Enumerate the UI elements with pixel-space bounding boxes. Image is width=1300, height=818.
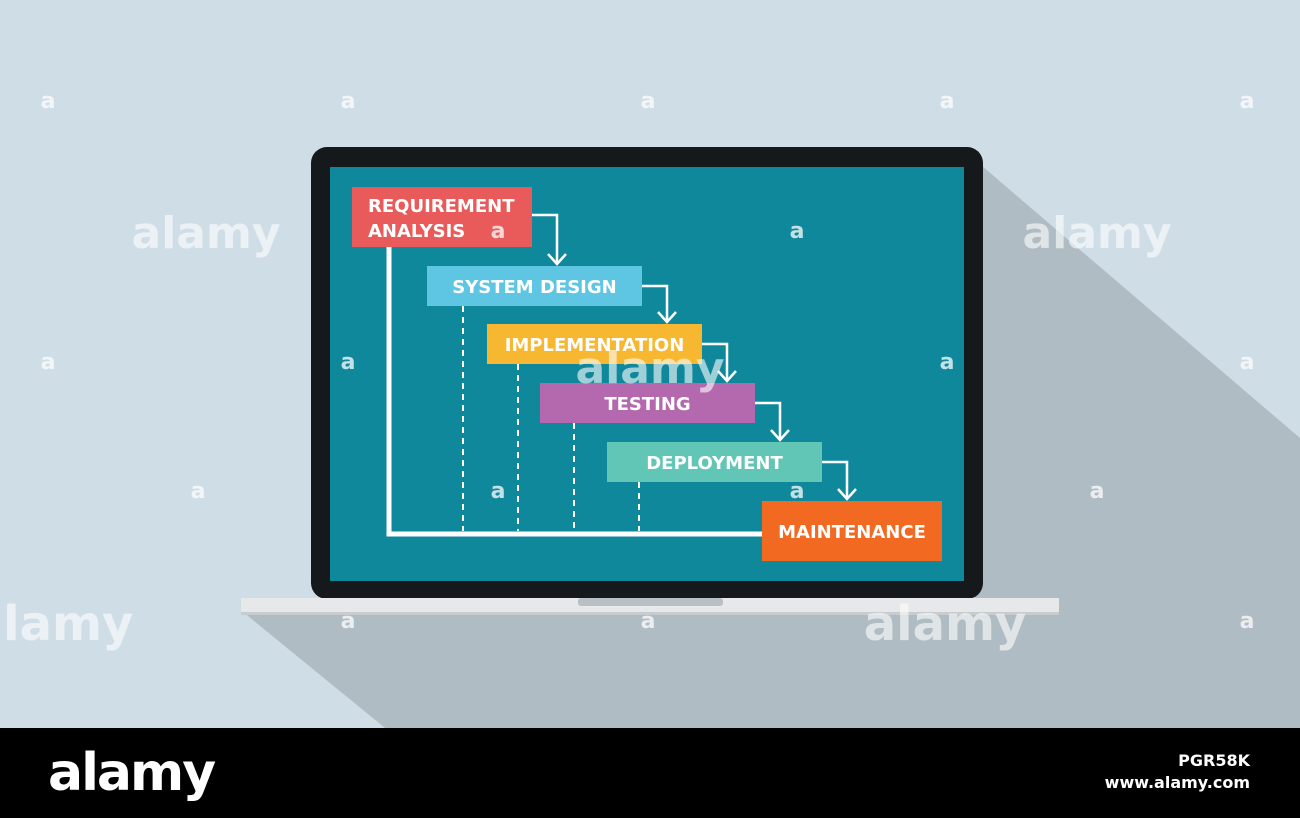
watermark-letter: a [491, 219, 506, 244]
watermark-word: alamy [132, 208, 281, 259]
watermark-letter: a [940, 350, 955, 375]
waterfall-stages: REQUIREMENT ANALYSIS SYSTEM DESIGN IMPLEMEN… [352, 187, 942, 561]
stage-box: MAINTENANCE [762, 501, 942, 561]
stage-box: TESTING [540, 383, 755, 423]
waterfall-illustration: REQUIREMENT ANALYSIS SYSTEM DESIGN IMPLEMEN… [0, 89, 1300, 728]
stage-box-fill [427, 266, 642, 306]
watermark-letter: a [1240, 89, 1255, 114]
stage-label: TESTING [604, 394, 690, 415]
stage-label: REQUIREMENT [368, 196, 515, 217]
step-arrow-line [755, 401, 782, 440]
feedback-line [386, 247, 762, 537]
stage-label: SYSTEM DESIGN [452, 277, 616, 298]
watermark-letter: a [341, 89, 356, 114]
footer-site: www.alamy.com [1104, 773, 1250, 792]
waterfall-connectors [386, 213, 857, 537]
stage-box: REQUIREMENT ANALYSIS [352, 187, 532, 247]
watermark-letter: a [491, 479, 506, 504]
step-arrow-head [770, 429, 790, 442]
laptop-base-shade [241, 612, 1059, 615]
watermark-letter: a [41, 350, 56, 375]
watermark-letter: a [790, 219, 805, 244]
watermark-word: alamy [864, 596, 1027, 652]
stage-box-fill [540, 383, 755, 423]
watermark-word: alamy [0, 596, 133, 652]
step-arrow-line [532, 213, 559, 264]
step-arrow-head [837, 488, 857, 501]
watermark-letter: a [641, 609, 656, 634]
step-arrow-head [717, 370, 737, 383]
watermark-letter: a [1240, 350, 1255, 375]
stage-box: IMPLEMENTATION [487, 324, 702, 364]
watermark-letter: a [641, 89, 656, 114]
step-arrow-head [547, 253, 567, 266]
footer-image-id: PGR58K [1178, 751, 1250, 770]
stage-box: SYSTEM DESIGN [427, 266, 642, 306]
watermark-word: alamy [1023, 208, 1172, 259]
stage-label: IMPLEMENTATION [505, 335, 685, 356]
watermark-letter: a [341, 609, 356, 634]
footer-credit: PGR58K www.alamy.com [1105, 750, 1250, 794]
stage-label: DEPLOYMENT [646, 453, 783, 474]
footer-bar: alamy PGR58K www.alamy.com [0, 728, 1300, 818]
footer-logo: alamy [48, 743, 216, 803]
stage-box: DEPLOYMENT [607, 442, 822, 482]
stage-box-fill [762, 501, 942, 561]
watermark-letter: a [1090, 479, 1105, 504]
stage-label: MAINTENANCE [778, 522, 926, 543]
stage-box-fill [487, 324, 702, 364]
watermark-letter: a [341, 350, 356, 375]
laptop-shadow [243, 160, 1300, 728]
illustration-scene: REQUIREMENT ANALYSIS SYSTEM DESIGN IMPLEMEN… [0, 89, 1300, 728]
step-arrow-line [702, 342, 729, 381]
watermark-letter: a [41, 89, 56, 114]
watermark-letter: a [191, 479, 206, 504]
watermark-layer: alamy alamy alamy alamy alamy a a a a a a a a a a a a a a a… [0, 89, 1254, 652]
stage-box-fill [607, 442, 822, 482]
stage-box-fill [352, 187, 532, 247]
step-arrow-line [822, 460, 849, 499]
step-arrow-head [657, 311, 677, 324]
watermark-letter: a [1240, 609, 1255, 634]
laptop-trackpad-notch [578, 598, 723, 606]
watermark-letter: a [940, 89, 955, 114]
watermark-letter: a [790, 479, 805, 504]
step-arrow-line [642, 284, 669, 322]
stage-label: ANALYSIS [368, 221, 465, 242]
watermark-word: alamy [576, 343, 725, 394]
